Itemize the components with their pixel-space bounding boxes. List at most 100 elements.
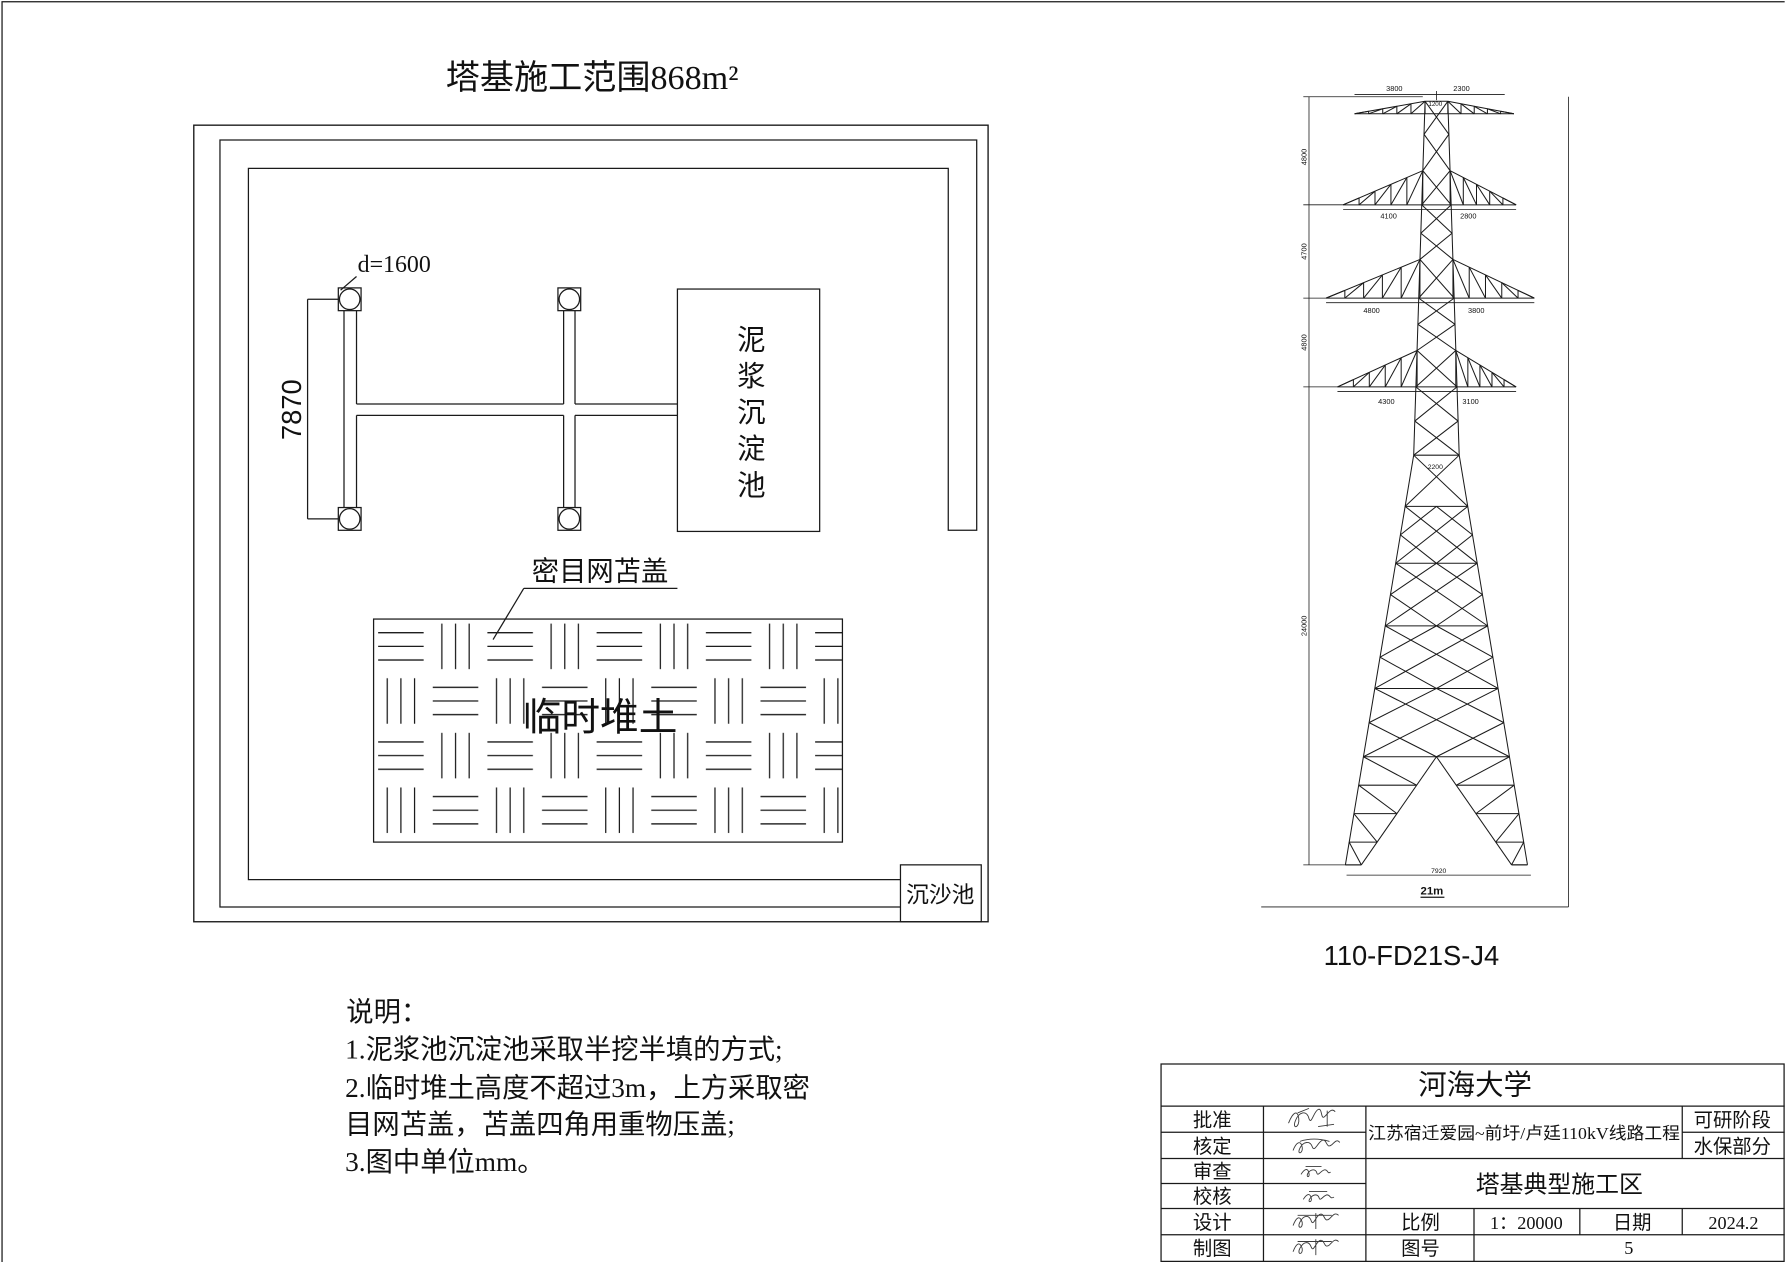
mud-pool-box xyxy=(676,288,821,533)
crossarm-diagonal xyxy=(1337,379,1354,388)
tower-brace xyxy=(1419,232,1453,260)
crossarm-diagonal xyxy=(1468,266,1486,299)
crossarm-diagonal xyxy=(1517,289,1535,299)
tower-secondary xyxy=(1436,625,1494,658)
tower-leg-brace xyxy=(1436,756,1512,866)
crossarm-diagonal xyxy=(1479,364,1493,388)
tower-leg xyxy=(1413,101,1426,456)
tower-brace xyxy=(1413,454,1469,507)
tower-brace xyxy=(1424,100,1450,135)
note-line: 目网苫盖，苫盖四角用重物压盖; xyxy=(345,1109,735,1139)
tower-brace xyxy=(1422,170,1452,206)
crossarm-diagonal xyxy=(1406,170,1424,206)
tower-secondary xyxy=(1436,562,1483,596)
call-height: 21m xyxy=(1421,885,1444,897)
date-value: 2024.2 xyxy=(1708,1213,1758,1233)
arm-width-left: 4800 xyxy=(1363,306,1379,315)
tower-secondary xyxy=(1390,562,1437,596)
role-label: 批准 xyxy=(1193,1110,1232,1132)
pile-cap xyxy=(337,287,362,312)
crossarm-diagonal xyxy=(1487,108,1501,115)
tower-secondary xyxy=(1379,656,1437,689)
tower-leg xyxy=(1447,101,1460,456)
role-label: 校核 xyxy=(1193,1186,1232,1208)
crossarm-diagonal xyxy=(1396,103,1412,115)
tower-secondary xyxy=(1436,594,1483,627)
tower-brace xyxy=(1414,386,1458,422)
pile xyxy=(557,506,582,531)
vertical-char: 泥 xyxy=(737,324,765,356)
vertical-char: 池 xyxy=(737,470,765,502)
role-label: 设计 xyxy=(1193,1212,1232,1234)
tower-leg-brace xyxy=(1360,756,1437,866)
crossarm-diagonal xyxy=(1390,177,1408,206)
crossarm-diagonal xyxy=(1342,197,1360,206)
role-label: 审查 xyxy=(1193,1161,1232,1183)
pile-circle xyxy=(558,288,581,311)
role-label: 核定 xyxy=(1193,1136,1232,1158)
pile-trenches xyxy=(343,310,678,508)
signature-checker xyxy=(1292,1138,1341,1154)
crossarm-diagonal xyxy=(1476,184,1491,206)
crossarm-diagonal xyxy=(1491,372,1505,388)
tower-secondary xyxy=(1400,534,1437,564)
tower-brace xyxy=(1404,454,1460,507)
title-block-grid xyxy=(1160,1063,1785,1262)
crossarm-diagonal xyxy=(1467,357,1481,388)
tower-brace xyxy=(1416,323,1456,351)
crossarm-diagonal xyxy=(1368,108,1383,115)
crossarm-diagonal xyxy=(1410,100,1426,115)
tower-brace xyxy=(1374,688,1510,758)
tower-leg-brace xyxy=(1358,784,1398,815)
crossarm-diagonal xyxy=(1381,266,1402,299)
signatures xyxy=(1288,1107,1341,1256)
crossarm-diagonal xyxy=(1325,289,1346,299)
tower-brace xyxy=(1414,420,1460,456)
tower-brace xyxy=(1415,350,1457,388)
vertical-char: 浆 xyxy=(737,361,765,393)
pile-circle xyxy=(338,508,361,530)
organization-name: 河海大学 xyxy=(1418,1070,1532,1102)
vertical-dimension: 4800 xyxy=(1300,334,1309,350)
pile xyxy=(557,287,582,312)
tower-brace xyxy=(1395,562,1488,627)
tower-secondary xyxy=(1436,505,1473,536)
vertical-char: 淀 xyxy=(737,434,765,466)
mud-settling-pool: 泥浆沉淀池 xyxy=(676,288,821,533)
pile-cap xyxy=(557,506,582,531)
arm-width-left: 4100 xyxy=(1380,211,1396,220)
arm-width-right: 2800 xyxy=(1460,211,1476,220)
tower-brace xyxy=(1404,505,1478,564)
vertical-dimension: 4800 xyxy=(1300,149,1309,165)
tower-leg-brace xyxy=(1511,841,1525,866)
title-block-border xyxy=(1160,1063,1785,1262)
role-label: 制图 xyxy=(1193,1238,1232,1260)
tower-leg xyxy=(1344,455,1415,865)
temporary-soil-pile: 临时堆土 xyxy=(372,618,844,843)
tower-leg-brace xyxy=(1456,756,1510,786)
pile-spacing-dimension: 7870 xyxy=(276,298,339,520)
crossarm-diagonal xyxy=(1489,190,1504,206)
tower-secondary xyxy=(1436,656,1494,689)
tower-brace xyxy=(1422,133,1450,171)
design-stage: 可研阶段 xyxy=(1694,1110,1771,1132)
base-width: 7920 xyxy=(1431,868,1446,875)
notes-heading: 说明： xyxy=(346,997,428,1027)
crossarm-diagonal xyxy=(1363,274,1383,299)
crossarm-diagonal xyxy=(1368,364,1386,388)
signature-designer xyxy=(1292,1213,1339,1229)
crossarm-diagonal xyxy=(1344,282,1364,299)
crossarm-diagonal xyxy=(1374,184,1392,206)
arm-width-right: 3100 xyxy=(1462,397,1478,406)
scale-value: 1：20000 xyxy=(1490,1213,1563,1233)
tower-leg-brace xyxy=(1363,756,1417,786)
tower-brace xyxy=(1384,562,1478,627)
tower-elevation: 3800 2300 1200 4100 2800 4800 3800 4300 … xyxy=(1261,84,1569,971)
crossarm-diagonal xyxy=(1485,274,1503,299)
tower-leg xyxy=(1458,455,1528,865)
design-part: 水保部分 xyxy=(1694,1136,1771,1158)
waist-width: 2200 xyxy=(1428,464,1443,471)
tower-leg-brace xyxy=(1348,841,1362,866)
tower-secondary xyxy=(1390,594,1437,627)
